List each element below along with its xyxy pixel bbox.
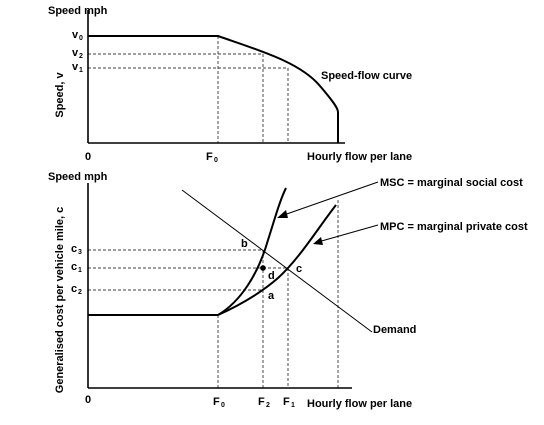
svg-text:0: 0 <box>214 157 218 164</box>
speed-tick-v0-sub: 0 <box>79 35 83 42</box>
svg-text:F: F <box>283 396 290 408</box>
svg-text:F: F <box>213 396 220 408</box>
svg-text:v: v <box>72 47 79 59</box>
top-y-axis-label: Speed, v <box>54 72 66 118</box>
speed-tick-v1-sub: 1 <box>79 67 83 74</box>
svg-text:c: c <box>71 283 77 295</box>
svg-text:1: 1 <box>78 267 82 274</box>
svg-text:3: 3 <box>78 249 82 256</box>
top-x-axis-label: Hourly flow per lane <box>307 151 412 163</box>
point-d-label: d <box>268 270 275 282</box>
mpc-arrowhead <box>313 237 323 245</box>
svg-text:c: c <box>71 243 77 255</box>
bottom-panel: Speed mph Generalised cost per vehicle m… <box>48 171 528 410</box>
top-y-axis-unit: Speed mph <box>48 5 108 17</box>
point-d-dot <box>260 265 266 271</box>
msc-label: MSC = marginal social cost <box>380 177 523 189</box>
mpc-label-arrow <box>317 224 379 243</box>
msc-label-arrow <box>280 181 379 217</box>
speed-tick-v2-sub: 2 <box>79 53 83 60</box>
svg-text:v: v <box>72 29 79 41</box>
svg-text:2: 2 <box>78 289 82 296</box>
svg-text:c: c <box>71 261 77 273</box>
point-b-label: b <box>241 238 248 250</box>
msc-curve <box>217 187 287 316</box>
svg-text:v: v <box>72 61 79 73</box>
mpc-label: MPC = marginal private cost <box>380 221 528 233</box>
svg-text:2: 2 <box>266 402 270 409</box>
svg-text:F: F <box>206 151 213 163</box>
msc-arrowhead <box>277 210 288 218</box>
svg-text:1: 1 <box>291 402 295 409</box>
bottom-origin: 0 <box>85 394 91 406</box>
point-a-label: a <box>268 290 275 302</box>
speed-flow-curve <box>88 35 339 143</box>
demand-label: Demand <box>373 324 416 336</box>
point-c-label: c <box>296 263 302 275</box>
speed-flow-curve-label: Speed-flow curve <box>321 70 412 82</box>
svg-text:F: F <box>258 396 265 408</box>
demand-line <box>181 189 373 333</box>
mpc-curve <box>217 204 337 316</box>
top-origin: 0 <box>85 151 91 163</box>
bottom-y-axis-label: Generalised cost per vehicle mile, c <box>54 207 66 393</box>
bottom-y-axis-unit: Speed mph <box>48 171 108 183</box>
bottom-x-axis-label: Hourly flow per lane <box>307 398 412 410</box>
svg-text:0: 0 <box>221 402 225 409</box>
